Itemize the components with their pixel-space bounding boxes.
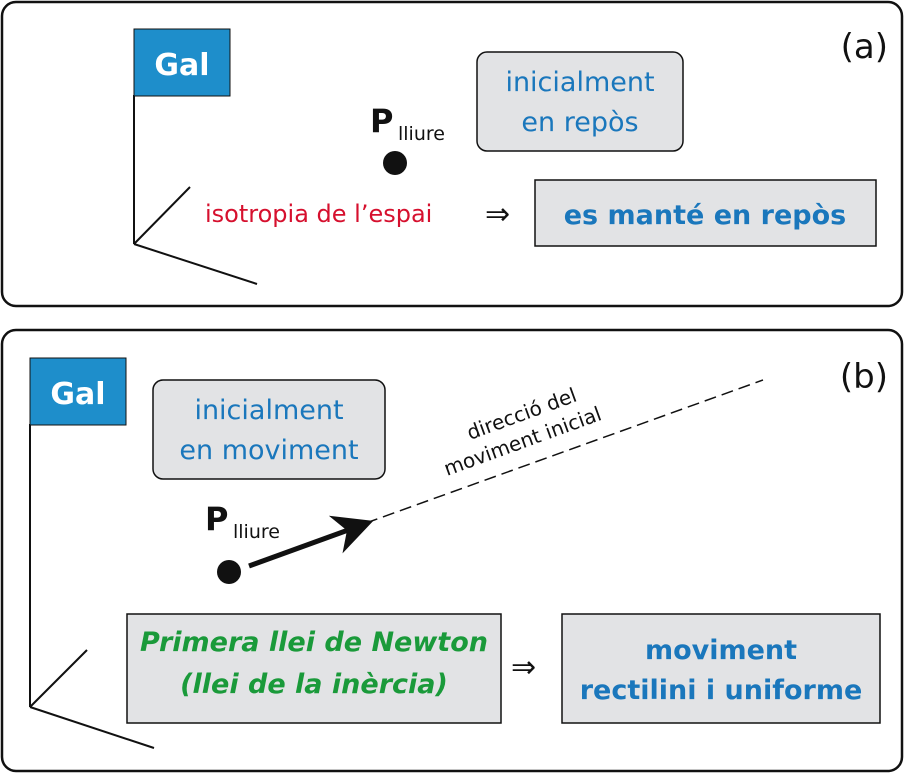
- free-particle-b: P lliure: [205, 379, 764, 584]
- initial-state-box-b: inicialment en moviment: [152, 379, 386, 480]
- initial-state-b-line-1: inicialment: [194, 395, 343, 426]
- result-b-line-1: moviment: [645, 635, 797, 666]
- result-b-line-2: rectilini i uniforme: [580, 675, 863, 706]
- particle-label-sub: lliure: [398, 123, 445, 145]
- newton-law-line-1: Primera llei de Newton: [140, 627, 488, 658]
- implies-arrow-icon-b: ⇒: [511, 650, 536, 685]
- particle-label-main: P: [370, 102, 393, 140]
- panel-a-tag: (a): [841, 27, 888, 67]
- particle-b-label-main: P: [205, 500, 228, 538]
- newton-law-line-2: (llei de la inèrcia): [180, 669, 448, 700]
- newton-law-box: Primera llei de Newton (llei de la inèrc…: [126, 613, 502, 724]
- result-box-b: moviment rectilini i uniforme: [561, 613, 881, 724]
- result-text: es manté en repòs: [564, 200, 847, 231]
- isotropy-reason: isotropia de l’espai: [205, 200, 432, 228]
- gal-flag-label: Gal: [154, 48, 209, 83]
- initial-state-b-line-2: en moviment: [179, 435, 358, 466]
- initial-state-line-1: inicialment: [505, 67, 654, 98]
- free-particle: P lliure: [370, 102, 445, 175]
- reference-frame-axes: [133, 95, 258, 285]
- particle-dot: [383, 151, 407, 175]
- gal-flag-b: Gal: [29, 357, 127, 426]
- panel-b: (b) Gal inicialment en moviment P lliure: [0, 328, 904, 773]
- initial-state-line-2: en repòs: [521, 107, 638, 138]
- reference-frame-axes-b: [29, 424, 155, 749]
- panel-b-tag: (b): [840, 357, 888, 397]
- gal-flag: Gal: [133, 28, 231, 97]
- initial-state-box: inicialment en repòs: [476, 51, 684, 152]
- gal-flag-label-b: Gal: [50, 377, 105, 412]
- result-box: es manté en repòs: [534, 179, 877, 247]
- velocity-arrow-icon: [248, 515, 374, 569]
- direction-dashed-line: [365, 379, 764, 524]
- implies-arrow-icon: ⇒: [485, 197, 510, 232]
- particle-b-dot: [217, 560, 241, 584]
- panel-a: (a) Gal P lliure inicialment en repòs is…: [0, 0, 904, 308]
- particle-b-label-sub: lliure: [233, 521, 280, 543]
